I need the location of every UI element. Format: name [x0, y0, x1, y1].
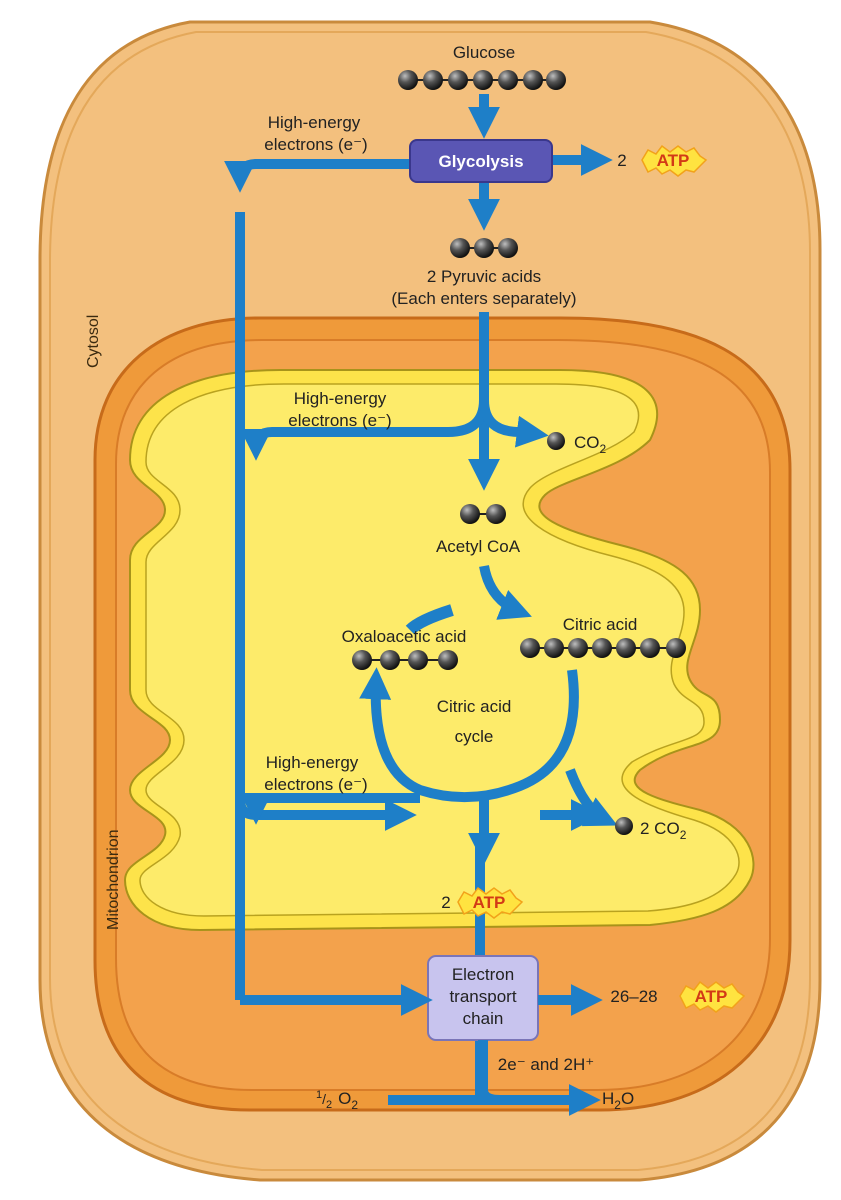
atp-count-1: 2: [617, 151, 626, 170]
etc-label-1: Electron: [452, 965, 514, 984]
high-energy-label-1: High-energy: [268, 113, 361, 132]
pyruvic-molecule: [450, 238, 518, 258]
acetyl-coa-label: Acetyl CoA: [436, 537, 521, 556]
high-energy-label-3: High-energy: [266, 753, 359, 772]
co2-molecule-2: [615, 817, 633, 835]
co2-molecule: [547, 432, 565, 450]
pyruvic-label-1: 2 Pyruvic acids: [427, 267, 541, 286]
electrons-label-3: electrons (e⁻): [264, 775, 367, 794]
glycolysis-label: Glycolysis: [438, 152, 523, 171]
electrons-label-2: electrons (e⁻): [288, 411, 391, 430]
cycle-label-1: Citric acid: [437, 697, 512, 716]
citric-acid-label: Citric acid: [563, 615, 638, 634]
atp-label-3: ATP: [695, 987, 728, 1006]
atp-label-1: ATP: [657, 151, 690, 170]
etc-label-3: chain: [463, 1009, 504, 1028]
electron-transport-chain-box: Electron transport chain: [428, 956, 538, 1040]
high-energy-label-2: High-energy: [294, 389, 387, 408]
atp-count-3: 26–28: [610, 987, 657, 1006]
atp-count-2: 2: [441, 893, 450, 912]
mitochondrion-label: Mitochondrion: [105, 830, 122, 931]
cytosol-label: Cytosol: [85, 315, 102, 368]
electrons-label-1: electrons (e⁻): [264, 135, 367, 154]
electrons-protons-label: 2e⁻ and 2H⁺: [498, 1055, 594, 1074]
pyruvic-label-2: (Each enters separately): [391, 289, 576, 308]
etc-label-2: transport: [449, 987, 516, 1006]
glucose-label: Glucose: [453, 43, 515, 62]
glycolysis-box: Glycolysis: [410, 140, 552, 182]
cycle-label-2: cycle: [455, 727, 494, 746]
oxaloacetic-acid-label: Oxaloacetic acid: [342, 627, 467, 646]
atp-label-2: ATP: [473, 893, 506, 912]
